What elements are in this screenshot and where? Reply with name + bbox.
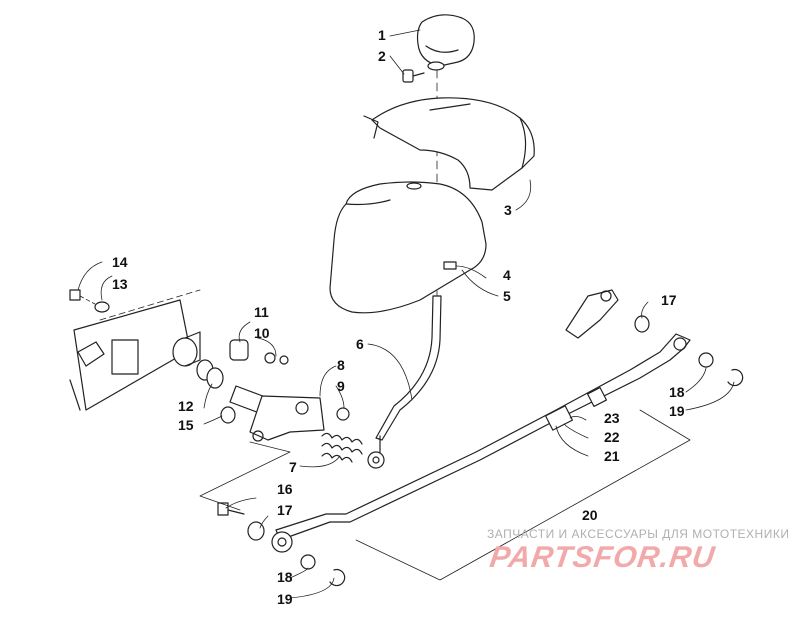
shift-lever-part bbox=[367, 295, 442, 469]
watermark-logo: PARTSFOR.RU bbox=[487, 541, 718, 574]
washer-lower-part bbox=[300, 554, 316, 570]
callout-18-lower: 18 bbox=[277, 569, 293, 585]
shift-cover-upper-part bbox=[363, 97, 535, 191]
callout-13: 13 bbox=[112, 276, 128, 292]
callout-6: 6 bbox=[356, 336, 364, 352]
callout-9: 9 bbox=[337, 378, 345, 394]
washer-part bbox=[220, 406, 236, 424]
shift-shaft-arm-part bbox=[229, 385, 325, 442]
callout-19-lower: 19 bbox=[277, 591, 293, 607]
mounting-bracket-part bbox=[69, 289, 201, 411]
callout-23: 23 bbox=[604, 410, 620, 426]
callout-7: 7 bbox=[289, 459, 297, 475]
leader-lines bbox=[77, 29, 735, 599]
callout-21: 21 bbox=[604, 448, 620, 464]
screw-part bbox=[402, 69, 425, 83]
callout-3: 3 bbox=[504, 202, 512, 218]
shift-knob-part bbox=[416, 14, 475, 71]
callout-15: 15 bbox=[178, 417, 194, 433]
return-spring-part bbox=[321, 432, 363, 463]
callout-5: 5 bbox=[503, 288, 511, 304]
rod-end-part bbox=[565, 289, 650, 339]
shift-boot-lower-part bbox=[329, 181, 487, 314]
nut-part bbox=[336, 407, 350, 421]
callout-1: 1 bbox=[378, 27, 386, 43]
bolt-washer-part bbox=[69, 289, 110, 313]
callout-4: 4 bbox=[503, 267, 511, 283]
callout-10: 10 bbox=[254, 325, 270, 341]
washer-right-part bbox=[698, 352, 714, 368]
group-bracket-lines bbox=[199, 409, 691, 581]
callout-18-upper: 18 bbox=[669, 384, 685, 400]
shift-rod-part bbox=[271, 333, 691, 553]
callout-20: 20 bbox=[582, 507, 598, 523]
callout-17-lower: 17 bbox=[277, 502, 293, 518]
callout-17-upper: 17 bbox=[661, 292, 677, 308]
callout-14: 14 bbox=[112, 254, 128, 270]
callout-2: 2 bbox=[378, 48, 386, 64]
callout-labels: 1 2 3 4 5 6 7 8 9 10 11 12 13 14 15 16 1… bbox=[112, 27, 685, 607]
callout-8: 8 bbox=[337, 357, 345, 373]
circlip-right-part bbox=[727, 368, 744, 387]
bushing-part bbox=[172, 331, 289, 389]
watermark-subtitle: ЗАПЧАСТИ И АКСЕССУАРЫ ДЛЯ МОТОТЕХНИКИ bbox=[487, 527, 790, 541]
callout-11: 11 bbox=[254, 304, 269, 320]
callout-16: 16 bbox=[277, 481, 293, 497]
ball-joint-bolt-part bbox=[217, 502, 265, 541]
circlip-lower-part bbox=[329, 568, 346, 587]
callout-19-upper: 19 bbox=[669, 403, 685, 419]
callout-12: 12 bbox=[178, 398, 194, 414]
clip-part bbox=[443, 261, 457, 270]
callout-22: 22 bbox=[604, 429, 620, 445]
